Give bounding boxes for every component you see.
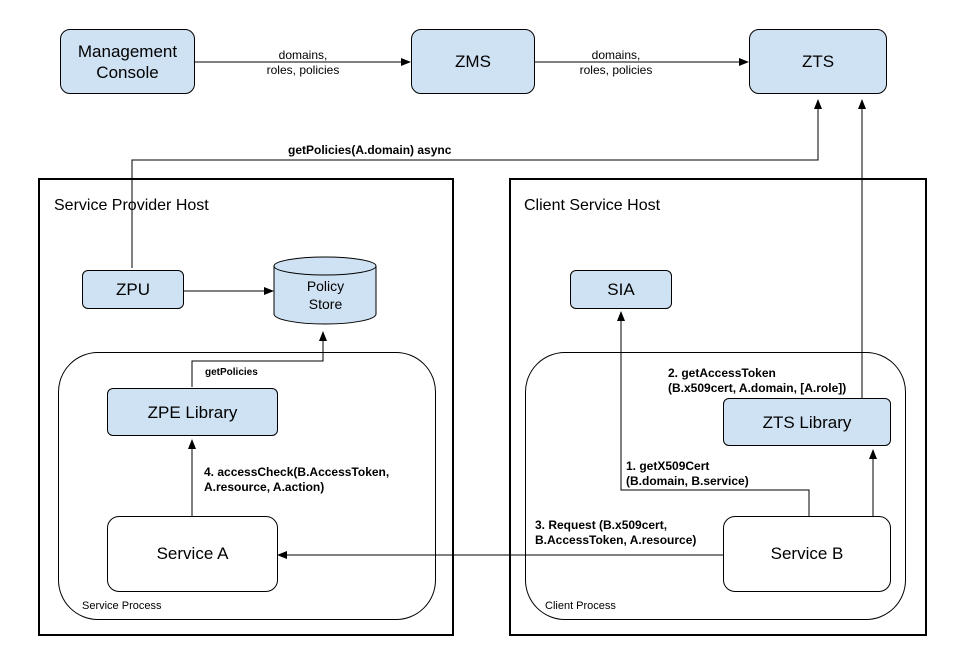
edge-label-get-policies: getPolicies — [205, 367, 258, 378]
service-provider-host — [38, 178, 454, 636]
edge-label-request: 3. Request (B.x509cert, B.AccessToken, A… — [535, 518, 697, 547]
policy-store-label: Policy Store — [306, 278, 345, 312]
edge-label-get-policies-async: getPolicies(A.domain) async — [288, 143, 452, 157]
sia-node: SIA — [570, 270, 672, 309]
zpu-node: ZPU — [82, 270, 184, 309]
edge-service-b-to-sia — [617, 311, 810, 516]
policy-store-cylinder — [273, 256, 377, 325]
client-service-host-title: Client Service Host — [524, 197, 661, 214]
zms-node: ZMS — [411, 29, 535, 94]
client-process-label: Client Process — [545, 600, 616, 612]
client-service-host — [509, 178, 927, 636]
client-process-container — [525, 352, 906, 620]
edge-label-access-check: 4. accessCheck(B.AccessToken, A.resource… — [204, 465, 390, 494]
service-provider-host-title: Service Provider Host — [54, 197, 209, 214]
service-process-label: Service Process — [82, 600, 162, 612]
zpe-library-node: ZPE Library — [107, 388, 278, 436]
service-b-node: Service B — [723, 516, 891, 592]
zts-library-node: ZTS Library — [723, 398, 891, 446]
edge-label-zms-to-zts: domains, roles, policies — [579, 48, 653, 77]
edge-zpe-to-policy-store — [191, 331, 327, 387]
edge-zpu-to-zts — [131, 99, 822, 268]
edge-label-console-to-zms: domains, roles, policies — [266, 48, 340, 77]
edge-label-get-x509-cert: 1. getX509Cert (B.domain, B.service) — [626, 459, 749, 488]
service-a-node: Service A — [107, 516, 278, 592]
service-process-container — [58, 352, 436, 620]
management-console-node: Management Console — [60, 29, 195, 94]
edge-label-get-access-token: 2. getAccessToken (B.x509cert, A.domain,… — [668, 366, 847, 395]
zts-node: ZTS — [749, 29, 887, 94]
